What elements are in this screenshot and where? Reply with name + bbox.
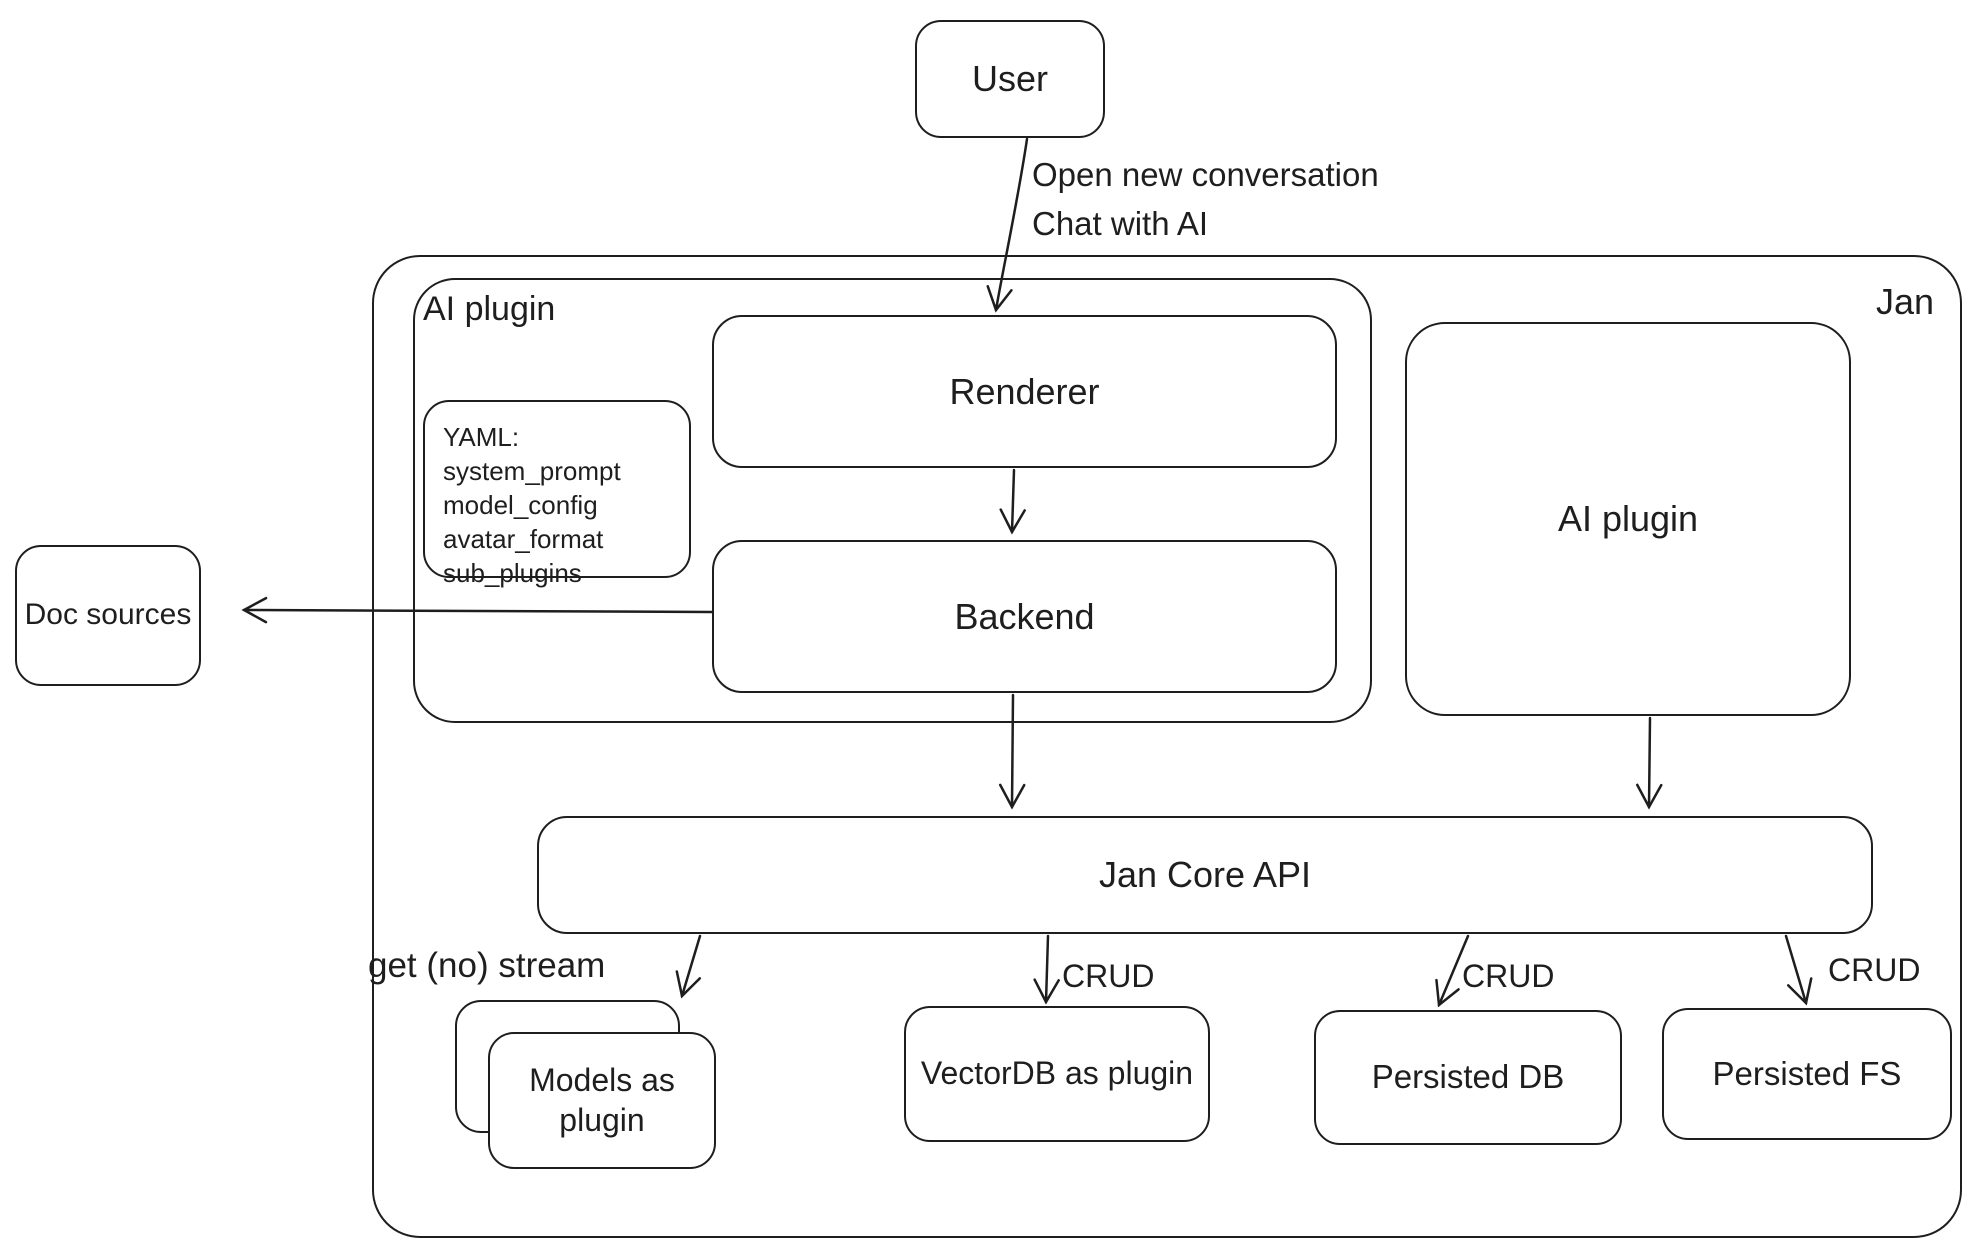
- doc-sources-node-label: Doc sources: [24, 598, 192, 632]
- ai-plugin-container: AI plugin: [413, 278, 1372, 723]
- crud-edge-label-persisted-db: CRUD: [1462, 958, 1555, 994]
- user-node-label: User: [971, 58, 1048, 100]
- models-plugin-node: Models as plugin: [488, 1032, 716, 1169]
- user-node: User: [915, 20, 1105, 138]
- persisted-db-node: Persisted DB: [1314, 1010, 1622, 1145]
- yaml-note-line: system_prompt: [443, 456, 621, 486]
- yaml-note: YAML: system_prompt model_config avatar_…: [423, 400, 691, 588]
- persisted-db-node-label: Persisted DB: [1371, 1058, 1565, 1096]
- ai-plugin-container-label: AI plugin: [423, 290, 556, 328]
- ai-plugin-right-node: AI plugin: [1405, 322, 1851, 716]
- yaml-note-line: sub_plugins: [443, 558, 582, 588]
- vectordb-plugin-node-label: VectorDB as plugin: [920, 1055, 1194, 1092]
- crud-edge-label-persisted-fs: CRUD: [1828, 952, 1921, 988]
- user-arrow-label-line2: Chat with AI: [1032, 205, 1209, 242]
- renderer-node-label: Renderer: [949, 370, 1100, 412]
- persisted-fs-node: Persisted FS: [1662, 1008, 1952, 1140]
- jan-core-api-node-label: Jan Core API: [1098, 854, 1312, 896]
- user-arrow-label: Open new conversation Chat with AI: [1032, 150, 1379, 248]
- get-stream-edge-label: get (no) stream: [368, 946, 606, 985]
- ai-plugin-right-node-label: AI plugin: [1557, 498, 1699, 540]
- persisted-fs-node-label: Persisted FS: [1712, 1054, 1902, 1092]
- models-plugin-node-label: Models as plugin: [529, 1062, 675, 1138]
- doc-sources-node: Doc sources: [15, 545, 201, 686]
- jan-container: Jan: [372, 255, 1962, 1238]
- backend-node-label: Backend: [954, 595, 1095, 637]
- vectordb-plugin-node: VectorDB as plugin: [904, 1006, 1210, 1142]
- yaml-note-line: YAML:: [443, 422, 520, 452]
- yaml-note-line: avatar_format: [443, 524, 604, 554]
- yaml-note-line: model_config: [443, 490, 598, 520]
- backend-node: Backend: [712, 540, 1337, 693]
- crud-edge-label-vectordb: CRUD: [1062, 958, 1155, 994]
- user-arrow-label-line1: Open new conversation: [1032, 156, 1379, 193]
- jan-core-api-node: Jan Core API: [537, 816, 1873, 934]
- jan-container-label: Jan: [1875, 281, 1934, 322]
- renderer-node: Renderer: [712, 315, 1337, 468]
